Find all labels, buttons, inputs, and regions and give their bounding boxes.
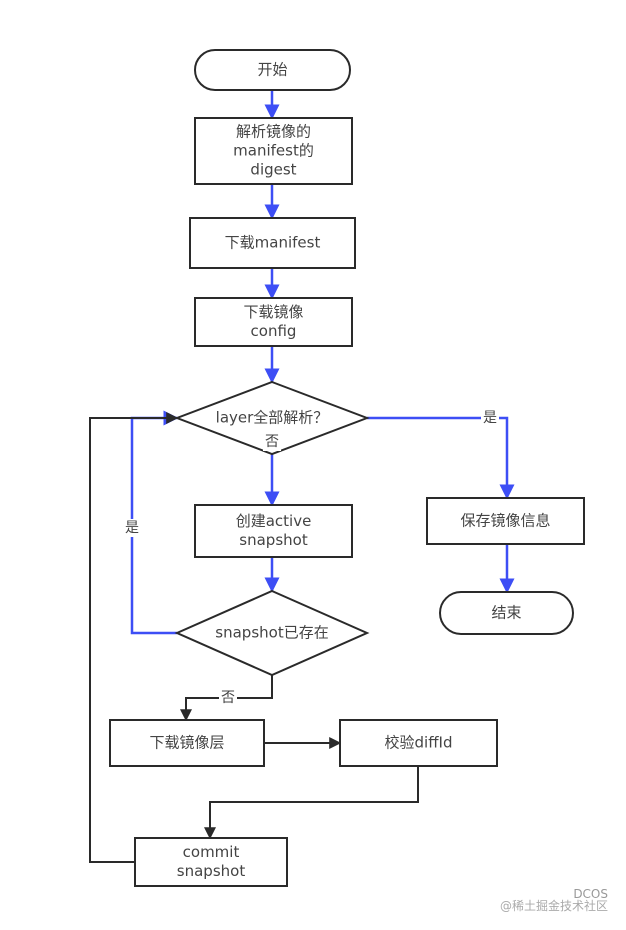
node-label: manifest的 [233,142,314,160]
node-snapshot-exists: snapshot已存在 [174,589,370,677]
edge-label-background [123,519,141,537]
edge-label: 是 [483,410,497,426]
node-label: 开始 [257,61,287,79]
terminal-shape [194,49,351,91]
node-label: 保存镜像信息 [460,512,550,530]
node-label: 解析镜像的 [236,123,311,141]
node-label: 结束 [491,604,521,622]
node-all-layers-parsed: layer全部解析？ [174,380,370,456]
process-box [339,719,498,767]
edge-all-layers-parsed-to-save-image-info [367,416,515,500]
decision-diamond [174,380,370,456]
node-label: 创建active [236,512,312,530]
edge-label: 否 [265,434,279,450]
edge-label-background [481,409,499,427]
edge-label-background [219,689,237,707]
edge-label-background [263,433,281,451]
node-label: snapshot [239,531,308,549]
edge-verify-diffid-to-commit-snapshot [204,766,419,840]
process-box [134,837,288,887]
edge-label: 是 [125,520,139,536]
node-download-manifest: 下载manifest [189,217,356,269]
terminal-shape [439,591,574,635]
process-box [194,297,353,347]
node-start: 开始 [194,49,351,91]
process-box [189,217,356,269]
watermark-brand: DCOS [573,887,608,901]
node-label: digest [250,161,296,179]
edge-label: 否 [221,690,235,706]
process-box [109,719,265,767]
node-label: config [251,322,297,340]
process-box [426,497,585,545]
node-end: 结束 [439,591,574,635]
decision-diamond [174,589,370,677]
watermark: DCOS @稀土掘金技术社区 [500,888,608,912]
edge-commit-snapshot-to-all-layers-parsed [89,412,179,863]
process-box [194,117,353,185]
node-label: 下载镜像 [243,303,303,321]
node-label: snapshot [177,862,246,880]
node-label: 下载manifest [225,234,321,252]
node-save-image-info: 保存镜像信息 [426,497,585,545]
node-label: 校验diffId [385,734,453,752]
process-box [194,504,353,558]
watermark-text: @稀土掘金技术社区 [499,899,608,913]
node-label: 下载镜像层 [149,734,224,752]
node-label: snapshot已存在 [215,624,328,642]
node-label: layer全部解析？ [216,409,329,427]
node-label: commit [183,843,240,861]
node-download-layer: 下载镜像层 [109,719,265,767]
node-verify-diffid: 校验diffId [339,719,498,767]
